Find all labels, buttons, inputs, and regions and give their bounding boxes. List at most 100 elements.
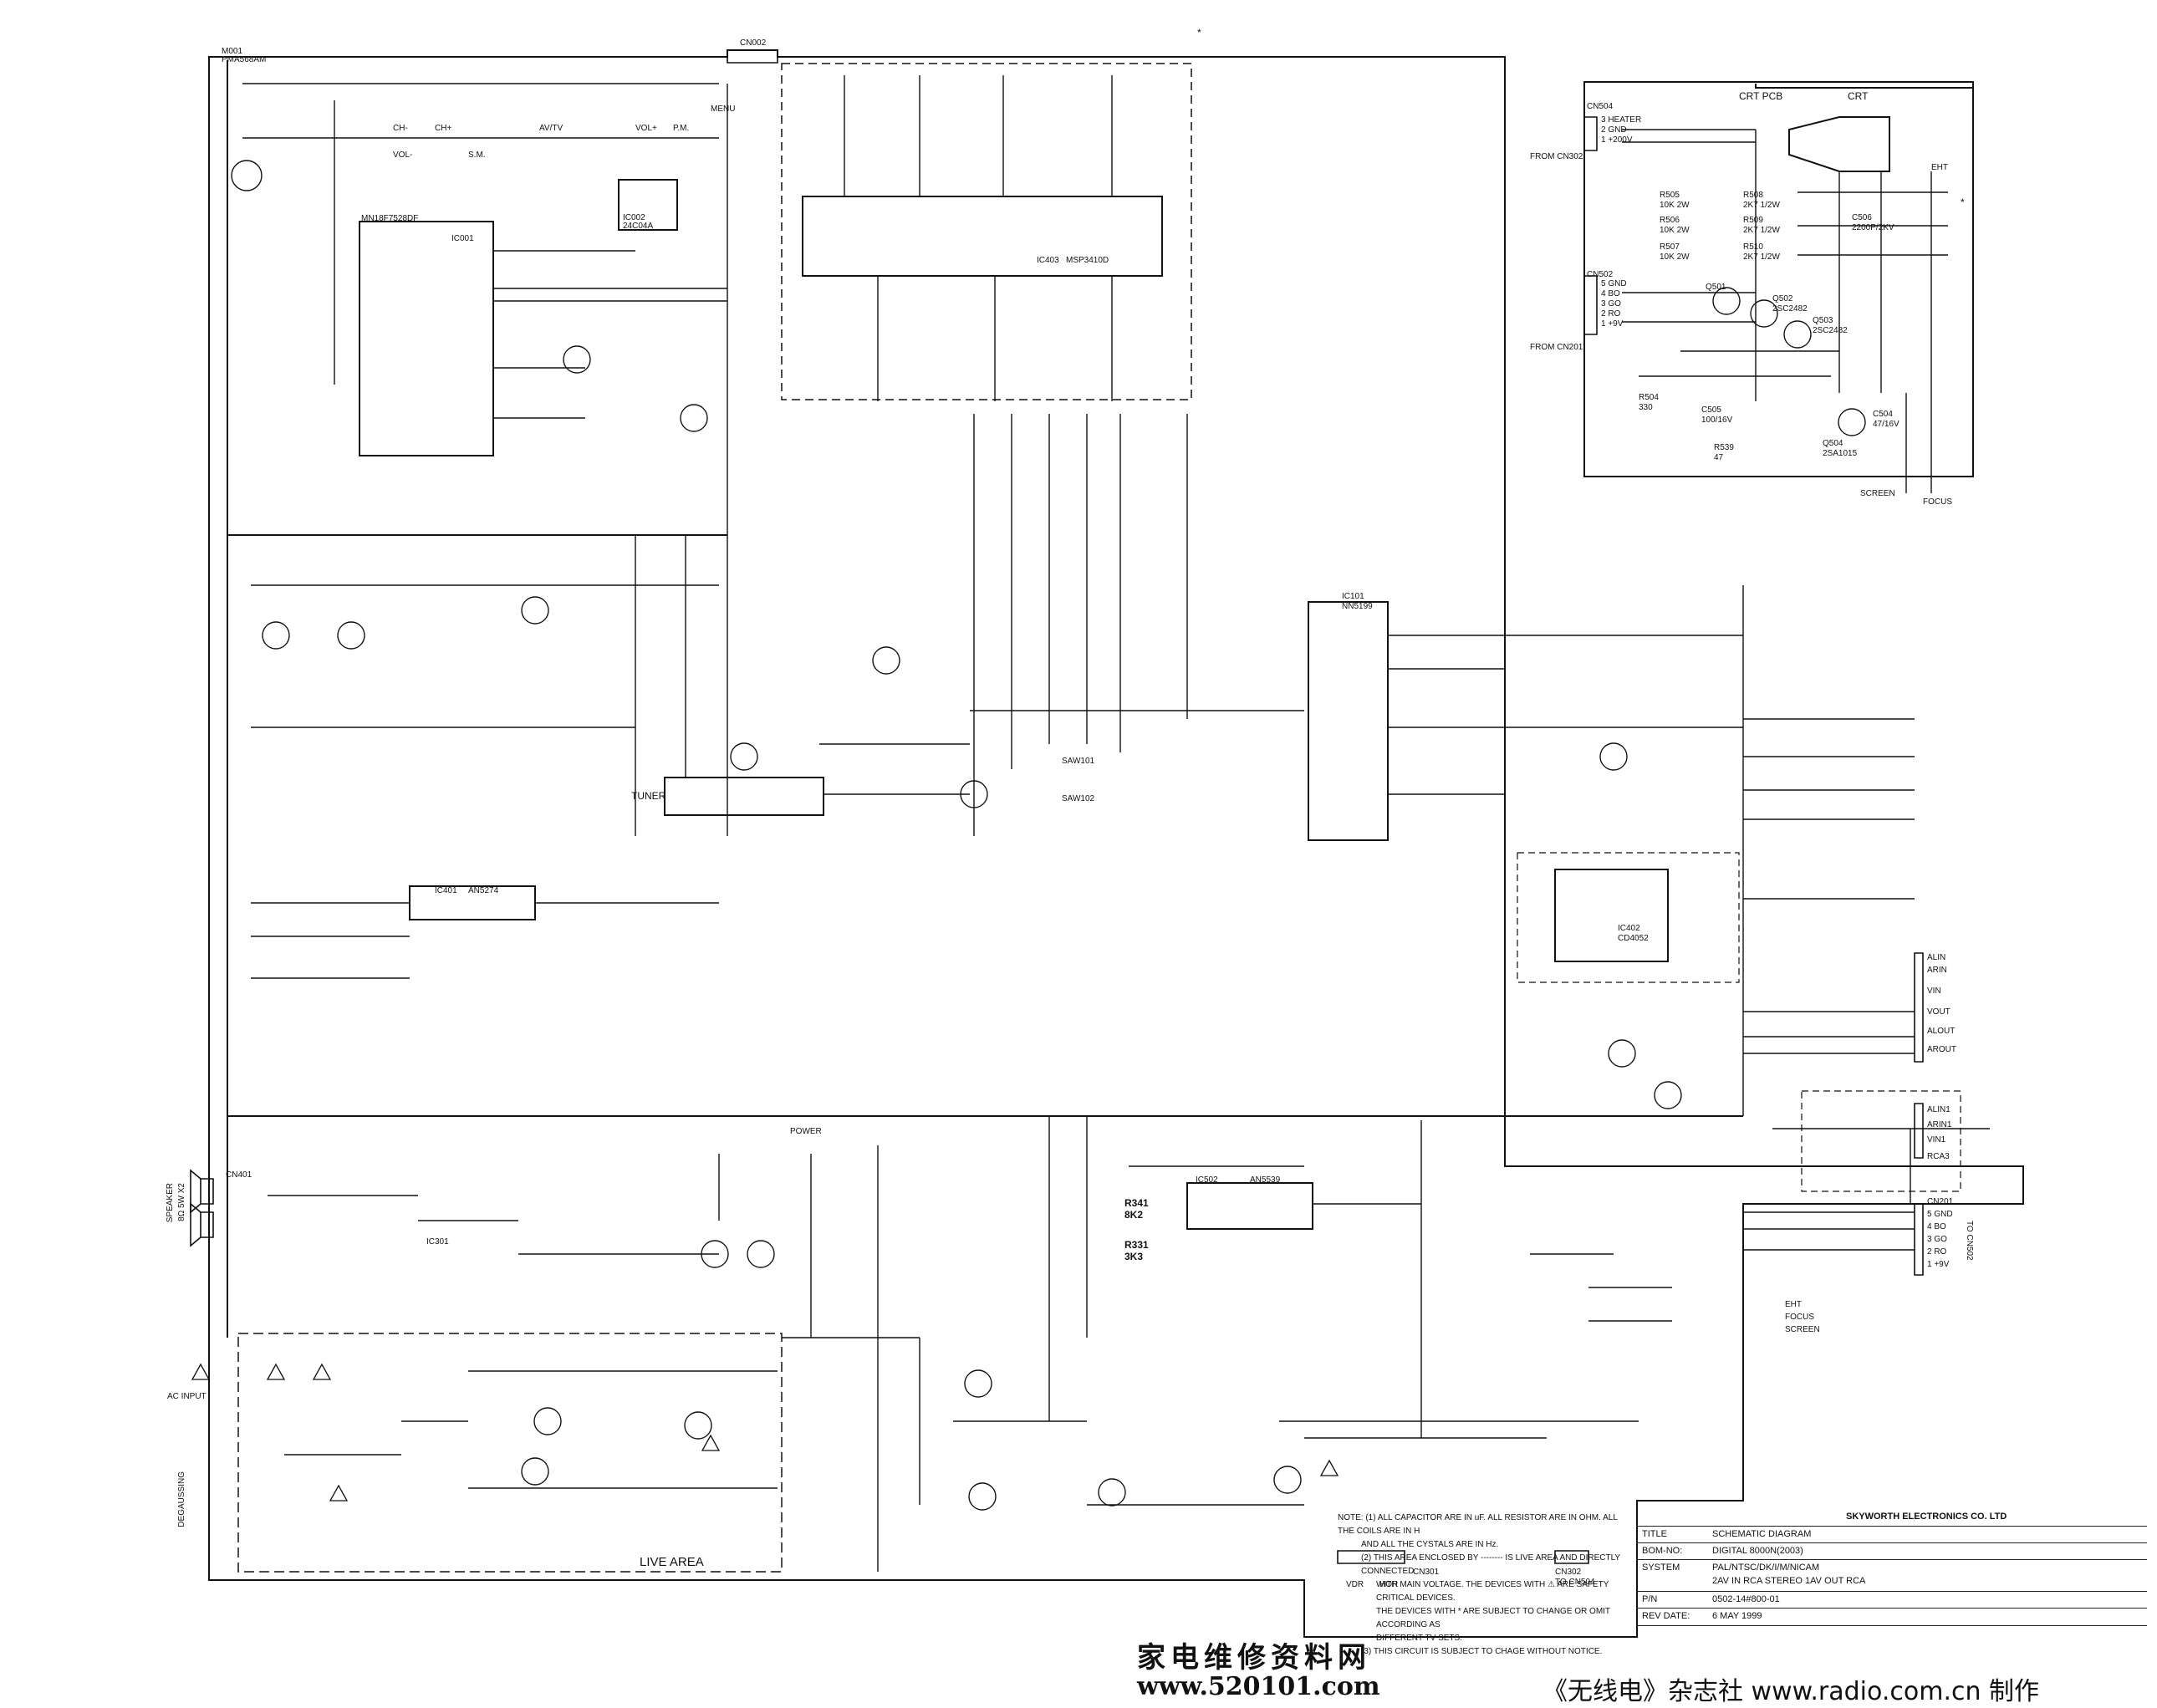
ic002-label: IC002 — [623, 213, 645, 222]
footer-chinese-left: 家电维修资料网 — [1137, 1641, 1371, 1675]
q502-val: 2SC2482 — [1772, 304, 1808, 314]
rev-value: 6 MAY 1999 — [1712, 1611, 1762, 1621]
cn201-pin4: 4 BO — [1927, 1222, 1946, 1231]
q504-ref: Q504 — [1823, 439, 1843, 448]
degaussing-label: DEGAUSSING — [177, 1471, 186, 1527]
r509-val: 2K7 1/2W — [1743, 226, 1780, 235]
cn302-label: CN302 — [1555, 1568, 1582, 1577]
focus-label: FOCUS — [1785, 1313, 1814, 1322]
av-arin: ARIN — [1927, 966, 1947, 975]
saw102-label: SAW102 — [1062, 794, 1095, 803]
cn401-label: CN401 — [226, 1170, 252, 1180]
crt-focus: FOCUS — [1923, 497, 1952, 507]
ic001-part: MN18F7528DF — [361, 214, 419, 223]
r504-ref: R504 — [1639, 393, 1659, 402]
system-value-2: 2AV IN RCA STEREO 1AV OUT RCA — [1712, 1576, 1866, 1586]
ic002-part: 24C04A — [623, 222, 654, 231]
speaker-label: SPEAKER — [166, 1183, 175, 1223]
key-avtv: AV/TV — [539, 124, 563, 133]
r507-ref: R507 — [1660, 242, 1680, 252]
c506-val: 2200P/2KV — [1852, 223, 1894, 232]
crt-screen: SCREEN — [1860, 489, 1895, 498]
from-cn201: FROM CN201 — [1530, 343, 1583, 352]
cn201-pin1: 1 +9V — [1927, 1260, 1950, 1269]
cn502-pin2: 2 RO — [1601, 309, 1621, 319]
ic402-part: CD4052 — [1618, 934, 1649, 943]
m001-part: PMA568AM — [222, 55, 267, 64]
note-2d: DIFFERENT TV SETS. — [1376, 1634, 1462, 1643]
q502-ref: Q502 — [1772, 294, 1793, 303]
ic403-part: MSP3410D — [1066, 256, 1109, 265]
av-arout: AROUT — [1927, 1045, 1956, 1054]
system-value: PAL/NTSC/DK/I/M/NICAM — [1712, 1563, 1820, 1573]
cn502-pin5: 5 GND — [1601, 279, 1627, 288]
hor-label: HOR — [1379, 1580, 1399, 1589]
r510-ref: R510 — [1743, 242, 1763, 252]
ic001-label: IC001 — [451, 234, 474, 243]
cn201-pin2: 2 RO — [1927, 1247, 1947, 1257]
note-2: (2) THIS AREA ENCLOSED BY -------- IS LI… — [1361, 1553, 1620, 1576]
r506-ref: R506 — [1660, 216, 1680, 225]
q503-val: 2SC2482 — [1813, 326, 1848, 335]
av-rca3: RCA3 — [1927, 1152, 1950, 1161]
r331-ref: R331 — [1124, 1239, 1149, 1251]
cn504-pin1: 1 +200V — [1601, 135, 1633, 145]
bom-value: DIGITAL 8000N(2003) — [1712, 1546, 1803, 1556]
av-alin: ALIN — [1927, 953, 1946, 962]
cn504-label: CN504 — [1587, 102, 1614, 111]
ic401-label: IC401 — [435, 886, 457, 895]
ic402-label: IC402 — [1618, 924, 1640, 933]
key-ch-minus: CH- — [393, 124, 408, 133]
ic403-label: IC403 — [1037, 256, 1059, 265]
live-area-label: LIVE AREA — [640, 1555, 704, 1569]
r505-val: 10K 2W — [1660, 201, 1690, 210]
eht-label: EHT — [1785, 1300, 1802, 1309]
r341-val: 8K2 — [1124, 1209, 1144, 1221]
screen-label: SCREEN — [1785, 1325, 1820, 1334]
ic101-label: IC101 — [1342, 592, 1364, 601]
cn502-pin4: 4 BO — [1601, 289, 1620, 298]
cn502-pin1: 1 +9V — [1601, 319, 1624, 329]
key-vol-minus: VOL- — [393, 150, 413, 160]
key-vol-plus: VOL+ — [635, 124, 657, 133]
c504-val: 47/16V — [1873, 420, 1899, 429]
r539-ref: R539 — [1714, 443, 1734, 452]
cn504-pin3: 3 HEATER — [1601, 115, 1642, 125]
r507-val: 10K 2W — [1660, 252, 1690, 262]
key-menu: MENU — [711, 105, 736, 114]
tuner-label: TUNER — [631, 790, 666, 802]
footer-url-left: www.520101.com — [1137, 1672, 1380, 1701]
r510-val: 2K7 1/2W — [1743, 252, 1780, 262]
r508-ref: R508 — [1743, 191, 1763, 200]
ic101-part: NN5199 — [1342, 602, 1373, 611]
crt-corner-mark: * — [1961, 196, 1965, 208]
c505-val: 100/16V — [1701, 416, 1733, 425]
note-3: (3) THIS CIRCUIT IS SUBJECT TO CHAGE WIT… — [1361, 1647, 1603, 1656]
ic401-part: AN5274 — [468, 886, 499, 895]
av-alout: ALOUT — [1927, 1027, 1956, 1036]
footer-right: 《无线电》杂志社 www.radio.com.cn 制作 — [1543, 1677, 2040, 1706]
av-arin1: ARIN1 — [1927, 1120, 1952, 1129]
r341-ref: R341 — [1124, 1197, 1149, 1209]
ic502-label: IC502 — [1196, 1175, 1218, 1185]
q504-val: 2SA1015 — [1823, 449, 1858, 458]
r509-ref: R509 — [1743, 216, 1763, 225]
pn-label: P/N — [1642, 1594, 1658, 1604]
cn502-pin3: 3 GO — [1601, 299, 1621, 308]
key-ch-plus: CH+ — [435, 124, 452, 133]
note-2b: WITH MAIN VOLTAGE. THE DEVICES WITH ⚠ AR… — [1376, 1580, 1609, 1603]
note-1: NOTE: (1) ALL CAPACITOR ARE IN uF. ALL R… — [1338, 1513, 1618, 1536]
title-block: SKYWORTH ELECTRONICS CO. LTD TITLE SCHEM… — [1637, 1509, 2147, 1634]
speaker-spec: 8Ω 5W X2 — [177, 1183, 186, 1221]
r504-val: 330 — [1639, 403, 1653, 412]
saw101-label: SAW101 — [1062, 757, 1095, 766]
q503-ref: Q503 — [1813, 316, 1833, 325]
av-vin1: VIN1 — [1927, 1135, 1946, 1145]
notes-block: NOTE: (1) ALL CAPACITOR ARE IN uF. ALL R… — [1338, 1512, 1630, 1659]
cn502-label: CN502 — [1587, 270, 1614, 279]
bom-label: BOM-NO: — [1642, 1546, 1683, 1556]
power-label: POWER — [790, 1127, 822, 1136]
q501-ref: Q501 — [1706, 283, 1726, 292]
r331-val: 3K3 — [1124, 1251, 1144, 1262]
